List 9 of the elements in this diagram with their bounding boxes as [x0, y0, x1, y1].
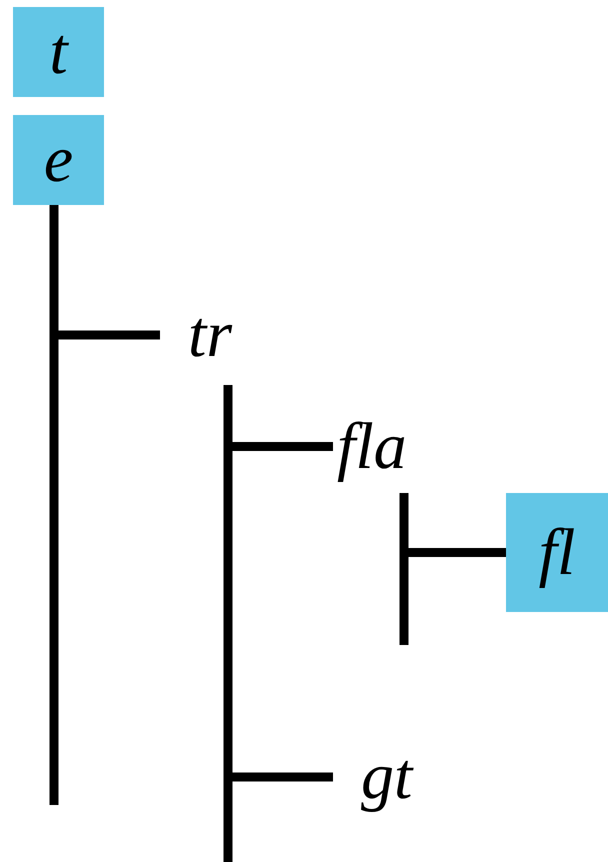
- highlighted-node: [13, 7, 104, 97]
- highlighted-node: [13, 115, 104, 205]
- highlighted-node: [506, 493, 608, 612]
- node-label: tr: [188, 302, 232, 368]
- node-label: fla: [337, 414, 407, 480]
- node-label: e: [44, 127, 74, 193]
- node-label: fl: [538, 520, 576, 586]
- node-label: t: [49, 19, 68, 85]
- node-label: gt: [361, 744, 412, 810]
